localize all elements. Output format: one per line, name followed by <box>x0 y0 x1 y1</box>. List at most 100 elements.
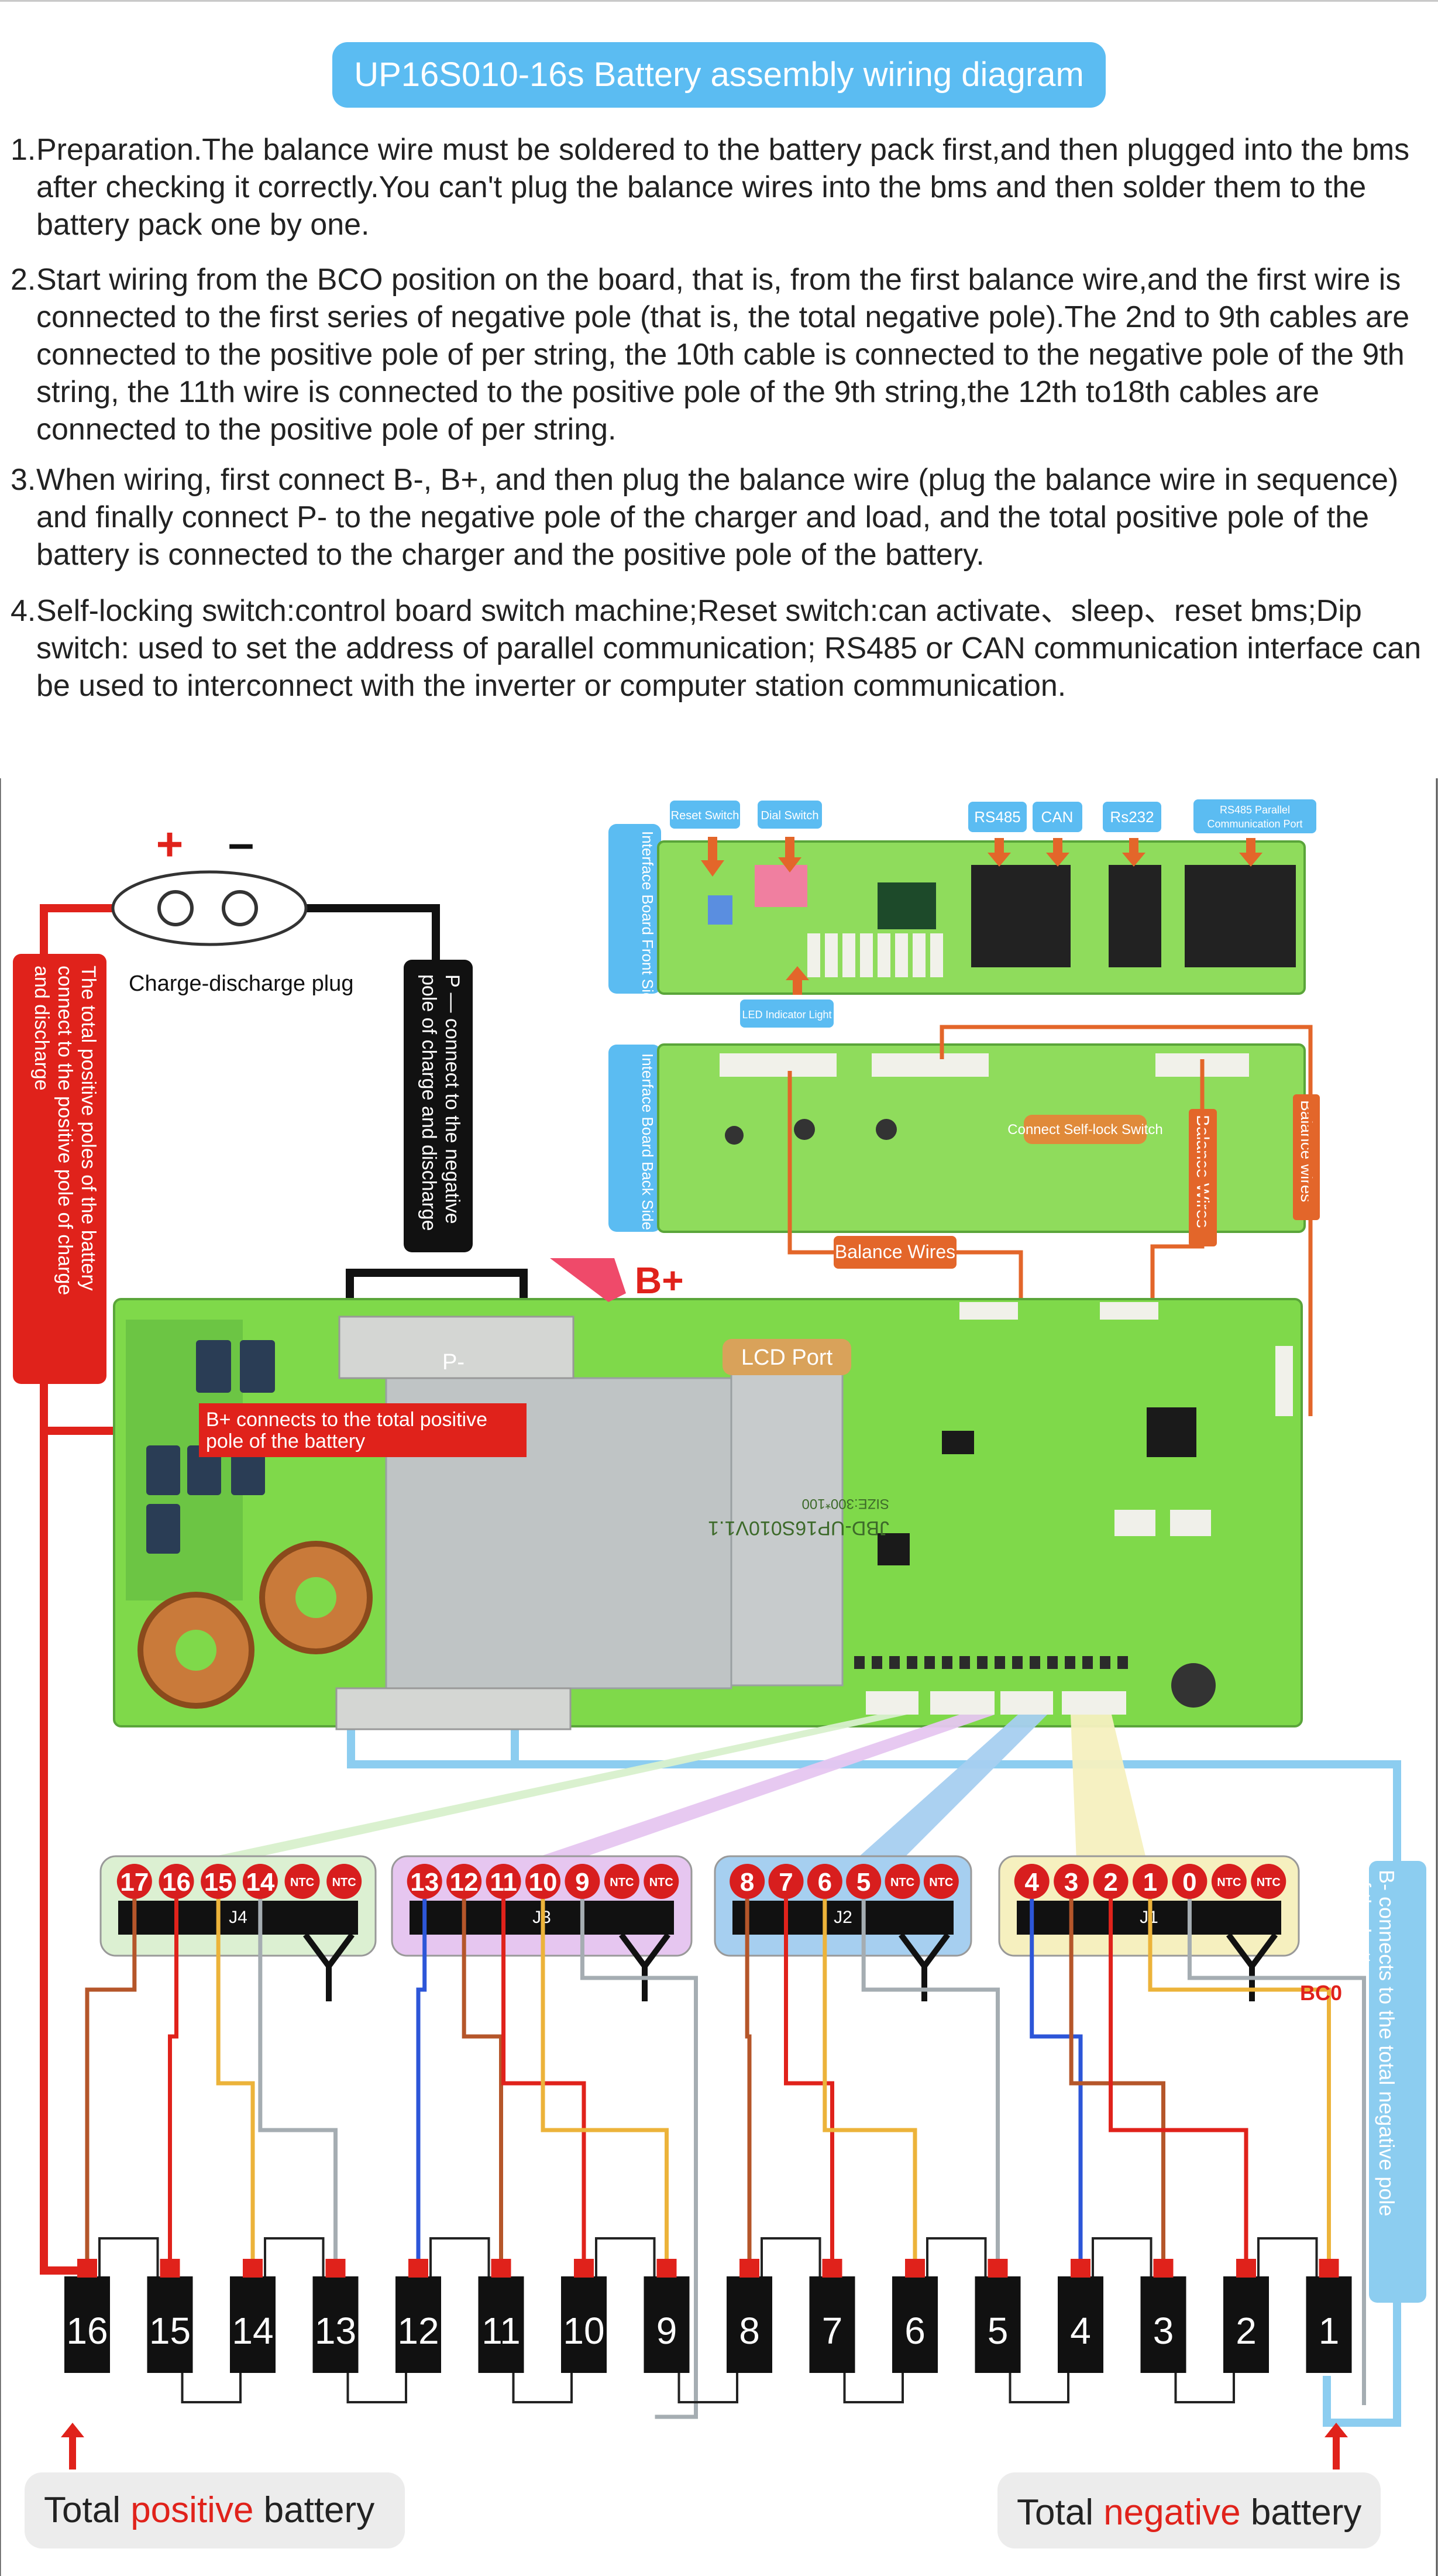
balance-wire-12 <box>462 1899 503 2260</box>
cell-number: 13 <box>315 2310 356 2352</box>
cell-number: 9 <box>656 2310 677 2352</box>
total-positive-wire <box>40 904 176 2275</box>
instruction-text: Preparation.The balance wire must be sol… <box>36 133 1410 242</box>
back-side-label: Interface Board Back Side <box>639 1053 656 1230</box>
cell-number: 16 <box>66 2310 108 2352</box>
minus-sign: – <box>228 817 254 869</box>
svg-text:pole of the battery: pole of the battery <box>206 1430 365 1452</box>
pin-12 <box>446 1864 482 1899</box>
svg-text:connect to the positive pole o: connect to the positive pole of charge <box>54 966 76 1295</box>
pin-label: 17 <box>120 1868 149 1897</box>
pin-3 <box>1054 1864 1089 1899</box>
pin-14 <box>242 1864 278 1899</box>
b-minus-label: B- connects to the total negative pole <box>1375 1870 1399 2216</box>
cell-number: 5 <box>988 2310 1009 2352</box>
pin-NTC <box>923 1864 959 1899</box>
pin-label: 1 <box>1143 1868 1157 1897</box>
pin-label: 13 <box>410 1868 439 1897</box>
pin-7 <box>768 1864 804 1899</box>
pin-5 <box>846 1864 882 1899</box>
plus-sign: + <box>156 818 184 870</box>
pin-label: NTC <box>890 1876 914 1889</box>
pin-label: 0 <box>1182 1868 1196 1897</box>
instruction-4: 4. Self-locking switch:control board swi… <box>11 592 1429 705</box>
cell-number: 2 <box>1236 2310 1257 2352</box>
balance-wire-10 <box>541 1899 669 2260</box>
battery-cell-15: 15 <box>147 2259 193 2373</box>
total-positive-label: The total positive poles of the battery <box>77 966 99 1291</box>
cell-number: 14 <box>232 2310 273 2352</box>
pin-6 <box>807 1864 842 1899</box>
instruction-2: 2. Start wiring from the BCO position on… <box>11 261 1429 448</box>
board-model: JBD-UP16S010V1.1 <box>708 1517 889 1539</box>
interface-board-front: Interface Board Front Side Reset Switch … <box>608 799 1316 1028</box>
front-side-label: Interface Board Front Side <box>639 831 656 1009</box>
pin-label: 6 <box>818 1868 832 1897</box>
cell-number: 15 <box>149 2310 191 2352</box>
svg-text:Communication Port: Communication Port <box>1207 818 1302 830</box>
battery-cell-2: 2 <box>1223 2259 1269 2373</box>
pin-11 <box>486 1864 521 1899</box>
total-negative-text: Total negative battery <box>1017 2492 1361 2533</box>
pin-NTC <box>885 1864 920 1899</box>
pin-9 <box>565 1864 600 1899</box>
balance-wire-2 <box>1109 1899 1248 2260</box>
p-minus-mark: P- <box>442 1350 465 1375</box>
cell-number: 8 <box>739 2310 760 2352</box>
reset-switch <box>708 895 732 925</box>
balance-wire-8 <box>745 1899 752 2260</box>
battery-cell-8: 8 <box>727 2259 772 2373</box>
cell-number: 10 <box>563 2310 604 2352</box>
balance-wire-1 <box>1148 1899 1331 2260</box>
instruction-number: 1. <box>11 133 36 167</box>
p-minus-label: P — connect to the negative <box>441 974 463 1224</box>
pin-label: 12 <box>450 1868 479 1897</box>
balance-wire-9 <box>580 1899 698 2419</box>
pin-NTC <box>1211 1864 1247 1899</box>
balance-wire-3 <box>1069 1899 1165 2260</box>
pin-label: 3 <box>1064 1868 1078 1897</box>
pin-17 <box>116 1864 152 1899</box>
pin-4 <box>1014 1864 1050 1899</box>
pin-label: 15 <box>204 1868 233 1897</box>
battery-cell-5: 5 <box>975 2259 1021 2373</box>
b-plus-label: B+ <box>635 1259 684 1301</box>
svg-text:pole of charge and discharge: pole of charge and discharge <box>418 974 440 1231</box>
rs485-parallel-port <box>1185 865 1296 967</box>
pin-label: 9 <box>575 1868 589 1897</box>
pin-2 <box>1093 1864 1129 1899</box>
charge-discharge-plug: + – Charge-discharge plug <box>111 817 353 996</box>
svg-text:and discharge: and discharge <box>30 966 53 1091</box>
interface-board-back: Interface Board Back Side Connect Self-l… <box>608 1043 1320 1269</box>
pin-label: NTC <box>610 1876 634 1889</box>
battery-cell-13: 13 <box>312 2259 359 2373</box>
pin-16 <box>159 1864 194 1899</box>
pin-label: 2 <box>1103 1868 1117 1897</box>
p-minus-label-box <box>404 960 473 1252</box>
connector-name: J4 <box>229 1908 247 1927</box>
balance-wire-15 <box>216 1899 255 2260</box>
connector-name: J2 <box>834 1908 852 1927</box>
total-negative-badge <box>997 2472 1381 2548</box>
led-label: LED Indicator Light <box>742 1009 831 1021</box>
battery-cell-7: 7 <box>809 2259 855 2373</box>
balance-wire-6 <box>823 1899 917 2260</box>
total-positive-badge <box>25 2472 405 2548</box>
self-lock-label: Connect Self-lock Switch <box>1007 1122 1162 1138</box>
cell-number: 1 <box>1319 2310 1340 2352</box>
pin-10 <box>525 1864 560 1899</box>
balance-wire-5 <box>861 1899 1000 2260</box>
pin-NTC <box>644 1864 679 1899</box>
pin-label: NTC <box>929 1876 953 1889</box>
rs232-port <box>1109 865 1161 967</box>
battery-cell-3: 3 <box>1140 2259 1186 2373</box>
pin-13 <box>407 1864 442 1899</box>
balance-wires <box>85 1899 1366 2419</box>
dial-switch-label: Dial Switch <box>761 809 819 822</box>
instruction-1: 1. Preparation.The balance wire must be … <box>11 131 1429 243</box>
cell-number: 4 <box>1070 2310 1091 2352</box>
